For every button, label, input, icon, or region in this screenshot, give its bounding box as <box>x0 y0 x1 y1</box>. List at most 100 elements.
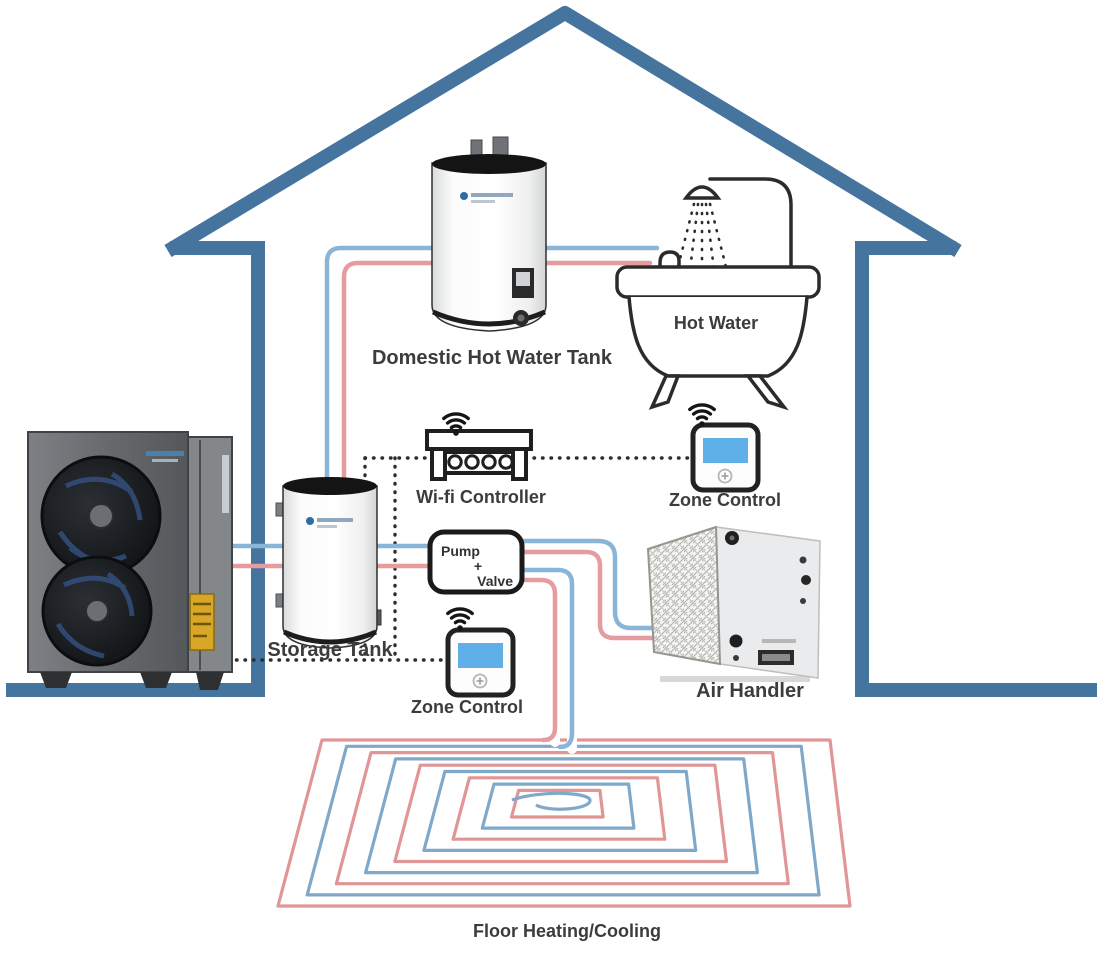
coil-ring-hot <box>509 788 605 819</box>
pipe-cold-top <box>324 245 660 501</box>
wifi-icon <box>442 412 470 436</box>
bolt <box>733 655 739 661</box>
wifi-icons <box>442 403 716 631</box>
controller-port <box>481 454 497 470</box>
model-text-smudge <box>762 639 796 643</box>
faucet-icon <box>658 250 681 296</box>
plus-label: + <box>474 558 482 574</box>
controller-port <box>464 454 480 470</box>
pipe-hot-floor <box>512 577 558 743</box>
house-roof <box>164 6 962 258</box>
coil-ring-cold <box>305 744 821 897</box>
tank-top-fitting <box>492 136 509 157</box>
brand-mark <box>146 451 184 456</box>
floor-heating-coil <box>276 738 852 908</box>
bolt <box>801 575 811 585</box>
tub-foot <box>744 374 789 411</box>
house-right-wall <box>855 241 1097 697</box>
tank-logo-subtext <box>317 525 337 528</box>
storage-tank-label: Storage Tank <box>267 639 393 661</box>
zone-control-bottom-label: Zone Control <box>411 697 523 717</box>
tub-foot <box>648 374 681 410</box>
tank-knob-center <box>517 314 525 322</box>
valve-label: Valve <box>477 573 513 589</box>
zone-control-bottom <box>445 627 516 698</box>
fan-top-icon <box>40 455 162 577</box>
brand-mark-line <box>152 459 178 462</box>
coil-ring-cold <box>364 757 759 875</box>
storage-tank <box>275 477 382 649</box>
shower-head-icon <box>682 185 722 200</box>
tank-top-cap <box>432 154 546 174</box>
controller-top-bar <box>425 429 533 451</box>
coil-ring-cold <box>422 769 698 852</box>
warning-sticker <box>189 593 215 651</box>
plus-icon <box>721 472 729 480</box>
tank-body <box>431 162 547 332</box>
pump-valve-box: Pump + Valve <box>427 529 525 595</box>
tub-body <box>627 295 809 378</box>
coil-ring-hot <box>393 763 729 864</box>
coil-ring-hot <box>276 738 852 908</box>
thermostat-screen <box>458 643 503 668</box>
pipe-hot-airhandler <box>512 549 665 641</box>
tub-rim <box>615 265 821 299</box>
heat-pump-unit <box>27 431 233 690</box>
shower-pipe <box>708 177 793 270</box>
bolt-center <box>729 535 735 541</box>
vent-slot-inner <box>762 654 790 661</box>
house-left-wall <box>6 241 265 697</box>
pump-box-outline <box>427 529 525 595</box>
wifi-controller <box>425 429 533 481</box>
bathtub <box>615 177 821 411</box>
tank-logo <box>460 192 468 200</box>
tank-body <box>282 485 378 649</box>
thermostat-screen <box>703 438 748 463</box>
tank-base <box>283 629 377 645</box>
thermostat-button <box>472 673 488 689</box>
pipe-cold-airhandler <box>512 538 665 631</box>
tank-base <box>432 309 546 327</box>
plus-icon <box>476 677 484 685</box>
tank-logo-text <box>317 518 353 522</box>
coil-ring-hot <box>451 776 667 841</box>
zone-control-right-label: Zone Control <box>669 490 781 510</box>
air-handler <box>646 525 821 682</box>
wifi-icon <box>446 607 474 631</box>
pump-label: Pump <box>441 543 480 559</box>
thermostat-button <box>717 468 733 484</box>
air-handler-shadow <box>660 676 810 682</box>
fan-bottom-icon <box>41 555 153 667</box>
hinge-strip <box>222 455 229 513</box>
air-handler-label: Air Handler <box>696 680 804 702</box>
pipe-cold-floor <box>512 567 575 750</box>
controller-port <box>447 454 463 470</box>
coil-ring-hot <box>334 751 790 886</box>
hot-water-label: Hot Water <box>674 313 758 333</box>
tank-logo <box>306 517 314 525</box>
zone-control-right <box>690 422 761 493</box>
coil-ring-cold <box>480 782 636 830</box>
tank-display <box>516 272 530 286</box>
bolt <box>800 598 806 604</box>
bolt <box>729 634 743 648</box>
tank-top-cap <box>283 477 377 495</box>
floor-label: Floor Heating/Cooling <box>473 921 661 941</box>
dhw-tank-label: Domestic Hot Water Tank <box>372 347 613 369</box>
tank-logo-subtext <box>471 200 495 203</box>
pipe-hot-top <box>341 260 653 501</box>
tank-logo-text <box>471 193 513 197</box>
tank-top-fitting <box>470 139 483 157</box>
controller-port <box>498 454 514 470</box>
domestic-hot-water-tank <box>431 136 547 332</box>
air-handler-grille <box>646 525 722 666</box>
bolt <box>799 556 807 564</box>
pipes-to-floor <box>512 567 577 754</box>
coil-center-hook <box>511 791 592 811</box>
heat-pump-feet <box>40 672 224 690</box>
sticker-text-lines <box>193 602 211 638</box>
house-outline <box>6 6 1097 697</box>
wifi-controller-label: Wi-fi Controller <box>416 487 546 507</box>
